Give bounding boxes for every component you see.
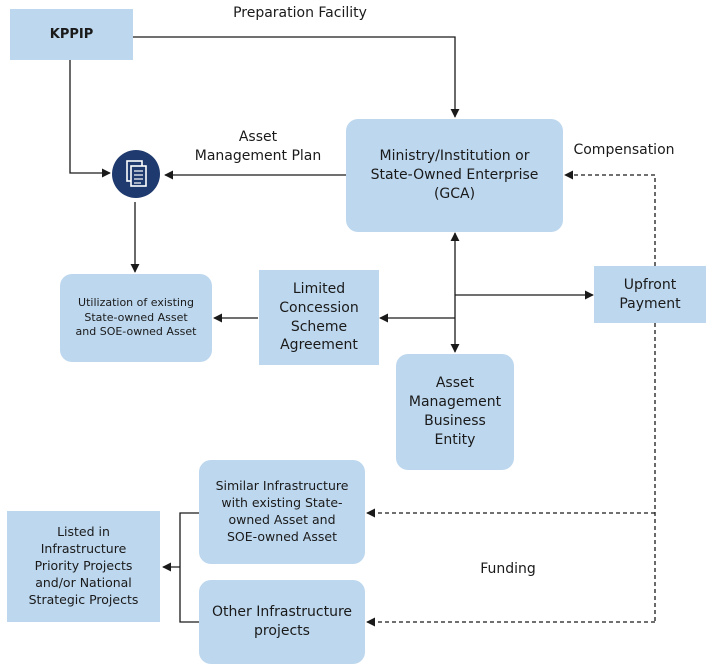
upfront-payment-box: Upfront Payment	[594, 266, 706, 323]
other-infrastructure-label: Other Infrastructure projects	[212, 604, 352, 639]
asset-management-plan-label: Asset Management Plan	[194, 129, 322, 164]
similar-infrastructure-label: Similar Infrastructure with existing Sta…	[215, 478, 349, 544]
limited-concession-box: Limited Concession Scheme Agreement	[259, 270, 379, 365]
other-infrastructure-box: Other Infrastructure projects	[199, 580, 365, 664]
edge-bracket-listed	[179, 512, 199, 623]
kppip-box: KPPIP	[10, 9, 133, 60]
preparation-facility-label: Preparation Facility	[233, 5, 367, 21]
edge-compensation	[564, 170, 656, 266]
utilization-box: Utilization of existing State-owned Asse…	[60, 274, 212, 362]
ministry-box: Ministry/Institution or State-Owned Ente…	[346, 119, 563, 232]
similar-infrastructure-box: Similar Infrastructure with existing Sta…	[199, 460, 365, 564]
edge-preparation-facility	[133, 36, 460, 118]
asset-management-entity-label: Asset Management Business Entity	[408, 375, 502, 448]
utilization-label: Utilization of existing State-owned Asse…	[75, 295, 197, 339]
ministry-label: Ministry/Institution or State-Owned Ente…	[370, 148, 539, 202]
kppip-label: KPPIP	[49, 26, 94, 42]
limited-concession-label: Limited Concession Scheme Agreement	[279, 280, 359, 354]
listed-box: Listed in Infrastructure Priority Projec…	[7, 511, 160, 622]
compensation-label: Compensation	[573, 142, 675, 158]
asset-management-entity-box: Asset Management Business Entity	[396, 354, 514, 470]
funding-label: Funding	[480, 561, 536, 577]
listed-label: Listed in Infrastructure Priority Projec…	[28, 524, 139, 607]
upfront-payment-label: Upfront Payment	[619, 276, 681, 312]
document-icon	[112, 150, 160, 198]
edge-kppip-to-icon	[69, 60, 111, 178]
